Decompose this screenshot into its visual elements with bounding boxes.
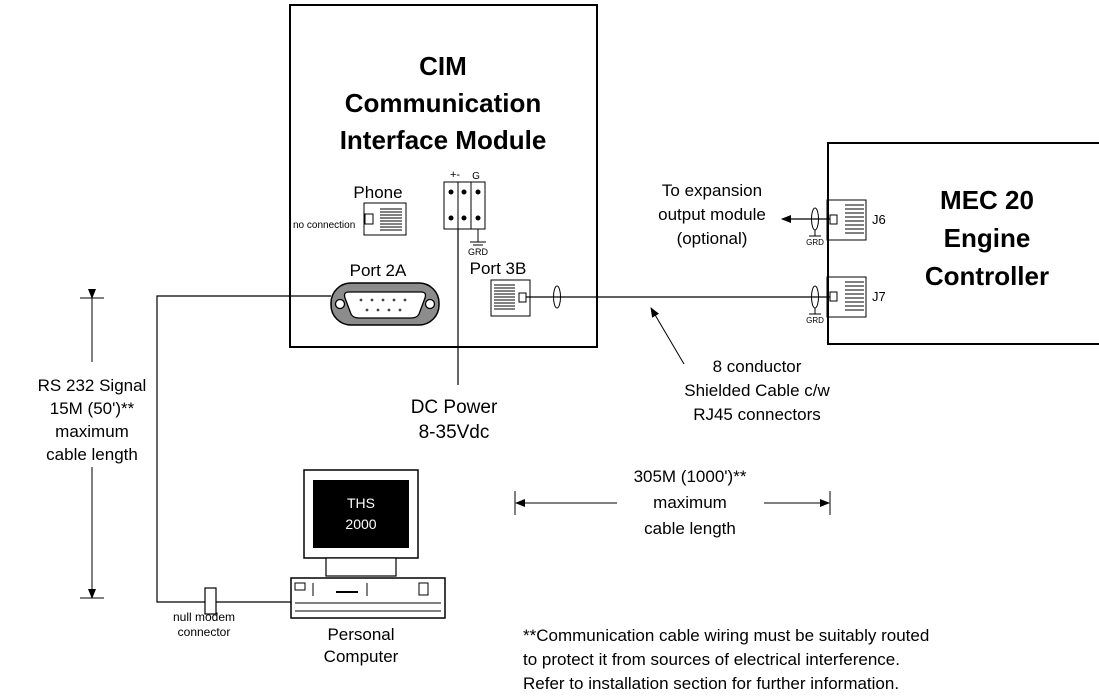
cable-pointer-arrow [650, 307, 685, 365]
j7-label: J7 [872, 289, 886, 304]
cable-line2: Shielded Cable c/w [684, 381, 830, 400]
rs232-line4: cable length [46, 445, 138, 464]
port-2a-connector: Port 2A [330, 261, 440, 326]
cim-title-line1: CIM [419, 51, 467, 81]
screen-line1: THS [347, 495, 375, 511]
note-line1: **Communication cable wiring must be sui… [523, 626, 929, 645]
expansion-line1: To expansion [662, 181, 762, 200]
expansion-line2: output module [658, 205, 766, 224]
shielded-cable [526, 285, 830, 315]
port-3b-connector: Port 3B [470, 259, 531, 317]
distance-line3: cable length [644, 519, 736, 538]
personal-computer: THS 2000 [290, 469, 446, 619]
mec-title-line3: Controller [925, 261, 1049, 291]
note-line2: to protect it from sources of electrical… [523, 650, 900, 669]
mec-title-line1: MEC 20 [940, 185, 1034, 215]
terminal-g: G [472, 171, 480, 182]
j6-jack [826, 199, 867, 241]
rs232-line2: 15M (50')** [50, 399, 135, 418]
null-modem-connector [204, 587, 217, 615]
distance-line1: 305M (1000')** [634, 467, 747, 486]
j6-label: J6 [872, 212, 886, 227]
rs232-cable [156, 295, 331, 603]
cim-title-line3: Interface Module [340, 125, 547, 155]
distance-dimension-marker [514, 491, 831, 515]
distance-line2: maximum [653, 493, 727, 512]
phone-label: Phone [353, 183, 402, 202]
null-modem-line2: connector [178, 625, 231, 639]
rs232-line3: maximum [55, 422, 129, 441]
mec-title-line2: Engine [944, 223, 1031, 253]
note-line3: Refer to installation section for furthe… [523, 674, 899, 693]
terminal-grd: GRD [468, 247, 489, 257]
phone-jack: Phone no connection [293, 183, 407, 236]
dc-power-line1: DC Power [411, 397, 498, 418]
grd-j6-label: GRD [806, 238, 824, 247]
cim-title-line2: Communication [345, 88, 541, 118]
j7-jack [826, 276, 867, 318]
rs232-dimension-marker [80, 289, 104, 599]
port-2a-label: Port 2A [350, 261, 407, 280]
power-terminal-block: +- G GRD [443, 169, 489, 257]
computer-label-line2: Computer [324, 647, 399, 666]
null-modem-line1: null modem [173, 610, 235, 624]
dc-power-line2: 8-35Vdc [419, 422, 490, 443]
no-connection-label: no connection [293, 220, 355, 231]
terminal-plus-minus: +- [450, 169, 460, 181]
expansion-line3: (optional) [677, 229, 748, 248]
grd-j7-label: GRD [806, 316, 824, 325]
cable-line3: RJ45 connectors [693, 405, 821, 424]
computer-label-line1: Personal [327, 625, 394, 644]
mec-controller: MEC 20 Engine Controller [827, 142, 1099, 345]
screen-line2: 2000 [345, 516, 376, 532]
port-3b-label: Port 3B [470, 259, 527, 278]
expansion-wire [781, 207, 830, 237]
cable-line1: 8 conductor [713, 357, 802, 376]
rs232-line1: RS 232 Signal [38, 376, 147, 395]
